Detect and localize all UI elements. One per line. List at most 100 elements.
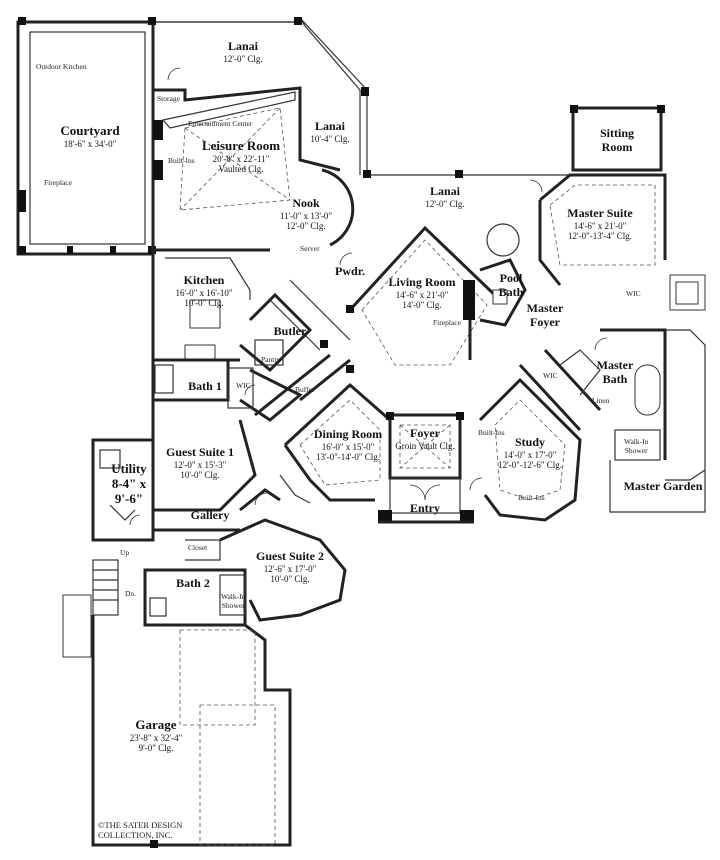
room-ceiling: 12'-0"-12'-6" Clg.	[497, 460, 563, 471]
note-walk-in-shower-guest: Walk-In Shower	[221, 592, 246, 610]
note-entertainment: Entertainment Center	[188, 119, 253, 128]
room-ceiling: 9'-0" Clg.	[138, 743, 174, 754]
note-server: Server	[300, 244, 320, 253]
room-foyer: Foyer Groin Vault Clg.	[385, 426, 465, 451]
note-built-ins-study-top: Built-Ins	[478, 428, 505, 437]
note-fireplace-left: Fireplace	[44, 178, 72, 187]
room-dimensions: 18'-6" x 34'-0"	[63, 138, 117, 149]
room-name: Lanai	[429, 184, 460, 198]
bath2-walls	[143, 568, 247, 627]
note-buffet: Buffet	[295, 385, 315, 394]
room-ceiling: 12'-0" Clg.	[286, 221, 326, 232]
note-linen: Linen	[592, 396, 610, 405]
room-name-line2: Bath	[498, 284, 524, 299]
room-ceiling: 14'-0" Clg.	[402, 300, 442, 311]
room-dimensions: 23'-8" x 32'-4"	[129, 732, 183, 743]
master-foyer-walls	[518, 348, 602, 432]
entry-walls	[378, 477, 474, 524]
room-lanai-right: Lanai 12'-0" Clg.	[410, 184, 480, 209]
room-dimensions: 11'-0" x 13'-0"	[279, 210, 333, 221]
room-name: Garage	[135, 717, 177, 732]
room-dimensions: 16'-0" x 16'-10"	[175, 287, 233, 298]
room-ceiling: 10'-0" Clg.	[184, 298, 224, 309]
room-name: Master	[526, 301, 564, 315]
garage-walls	[91, 615, 292, 848]
room-ceiling: 12'-0" Clg.	[223, 53, 263, 64]
room-name: Kitchen	[183, 273, 225, 287]
room-name: Foyer	[410, 426, 440, 440]
room-name: Bath 2	[176, 576, 210, 590]
room-name: Nook	[292, 196, 320, 210]
gallery-walls	[153, 488, 281, 532]
utility-walls	[91, 438, 155, 542]
room-bath2: Bath 2	[170, 576, 216, 591]
room-master-bath: Master Bath	[590, 358, 640, 387]
guest-suite2-walls	[185, 518, 347, 622]
room-name: Lanai	[227, 39, 258, 53]
room-master-garden: Master Garden	[618, 479, 708, 494]
room-name: Sitting	[599, 126, 634, 140]
room-living: Living Room 14'-6" x 21'-0" 14'-0" Clg.	[382, 275, 462, 311]
room-guest1: Guest Suite 1 12'-0" x 15'-3" 10'-0" Clg…	[160, 445, 240, 481]
room-dimensions: 14'-0" x 17'-0"	[503, 449, 557, 460]
room-name: Bath 1	[188, 379, 222, 393]
room-ceiling: 12'-0" Clg.	[425, 198, 465, 209]
right-lanai-outline	[363, 170, 570, 178]
bath1-walls	[151, 358, 254, 409]
pool-bath-walls	[479, 223, 527, 327]
room-name: Lanai	[314, 119, 345, 133]
room-name: Entry	[410, 501, 440, 515]
leisure-room-walls	[151, 86, 341, 250]
room-ceiling: 13'-0"-14'-0" Clg.	[315, 452, 381, 463]
room-name: Master Suite	[567, 206, 633, 220]
room-nook: Nook 11'-0" x 13'-0" 12'-0" Clg.	[270, 196, 342, 232]
room-master-suite: Master Suite 14'-6" x 21'-0" 12'-0"-13'-…	[555, 206, 645, 242]
stair	[62, 559, 119, 658]
room-leisure: Leisure Room 20'-8" x 22'-11" Vaulted Cl…	[196, 138, 286, 175]
room-sitting: Sitting Room	[587, 126, 647, 155]
room-dimensions: 8-4" x	[111, 475, 147, 491]
room-master-foyer: Master Foyer	[520, 301, 570, 330]
room-kitchen: Kitchen 16'-0" x 16'-10" 10'-0" Clg.	[168, 273, 240, 309]
room-name: Pwdr.	[335, 264, 365, 278]
room-ceiling: 12'-0"-13'-4" Clg.	[567, 231, 633, 242]
room-name: Pool	[499, 271, 523, 285]
room-garage: Garage 23'-8" x 32'-4" 9'-0" Clg.	[116, 717, 196, 754]
master-suite-walls	[538, 173, 706, 311]
note-walk-in-shower-master: Walk-In Shower	[624, 437, 649, 455]
note-wic-foyer: WIC	[543, 371, 558, 380]
room-name: Master Garden	[623, 479, 703, 493]
room-name: Butler	[273, 324, 307, 338]
note-outdoor-kitchen: Outdoor Kitchen	[36, 62, 87, 71]
room-dimensions: 12'-6" x 17'-0"	[263, 563, 317, 574]
note-wic-master: WIC	[626, 289, 641, 298]
room-ceiling: Groin Vault Clg.	[395, 440, 455, 451]
room-courtyard: Courtyard 18'-6" x 34'-0"	[50, 123, 130, 149]
room-ceiling: 10'-4" Clg.	[310, 133, 350, 144]
room-dimensions: 20'-8" x 22'-11"	[212, 153, 270, 164]
room-pwdr: Pwdr.	[330, 264, 370, 279]
door-swings	[129, 67, 608, 526]
note-wic-bath1: WIC	[236, 381, 251, 390]
room-name-line2: Bath	[602, 371, 628, 386]
master-bath-walls	[600, 328, 706, 513]
room-ceiling: Vaulted Clg.	[218, 164, 264, 175]
room-dimensions: 14'-6" x 21'-0"	[395, 289, 449, 300]
butler-pantry-walls	[239, 292, 313, 422]
room-ceiling: 10'-0" Clg.	[180, 470, 220, 481]
room-dimensions: 12'-0" x 15'-3"	[173, 459, 227, 470]
room-butler: Butler	[265, 324, 315, 339]
room-bath1: Bath 1	[180, 379, 230, 394]
room-guest2: Guest Suite 2 12'-6" x 17'-0" 10'-0" Clg…	[250, 549, 330, 585]
room-ceiling: 10'-0" Clg.	[270, 574, 310, 585]
living-room-walls	[348, 225, 502, 366]
room-study: Study 14'-0" x 17'-0" 12'-0"-12'-6" Clg.	[490, 435, 570, 471]
note-built-ins-study-bottom: Built-Ins	[518, 493, 545, 502]
room-entry: Entry	[400, 501, 450, 516]
sitting-room-walls	[570, 105, 665, 172]
room-name: Leisure Room	[201, 138, 281, 153]
room-lanai-mid: Lanai 10'-4" Clg.	[300, 119, 360, 144]
note-pantry: Pantry	[261, 355, 281, 364]
room-dimensions-line2: 9'-6"	[114, 490, 144, 506]
